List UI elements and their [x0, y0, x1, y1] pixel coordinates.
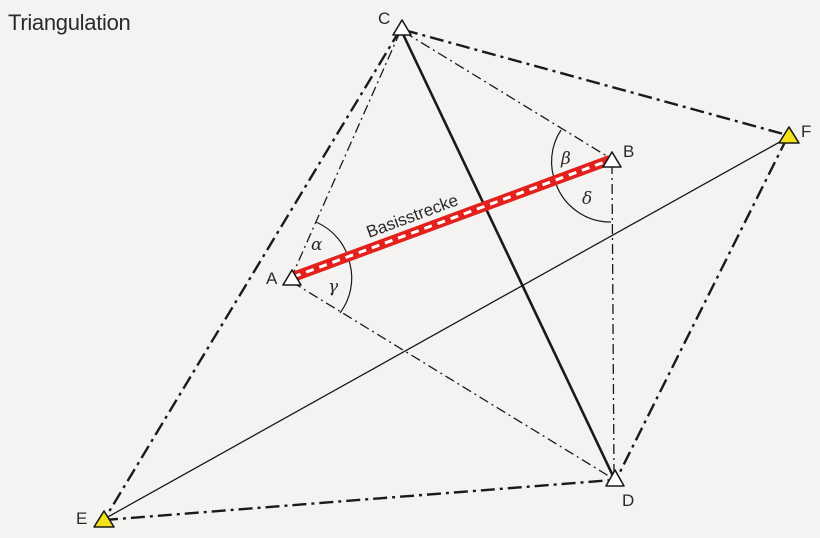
point-F-label: F: [801, 122, 811, 141]
point-B-label: B: [623, 142, 634, 161]
point-D-marker: [605, 469, 625, 487]
point-A-label: A: [266, 269, 278, 288]
line-F-D: [615, 137, 789, 479]
angle-gamma-label: γ: [328, 277, 339, 297]
point-E-marker: [93, 510, 115, 528]
point-C-marker: [392, 19, 412, 36]
point-C-label: C: [378, 9, 390, 28]
point-D-label: D: [622, 491, 634, 510]
line-C-E: [102, 29, 402, 521]
angle-beta-label: β: [560, 149, 571, 169]
point-A-marker: [282, 269, 302, 286]
baseline-A-B-dashes: [292, 158, 611, 279]
line-E-D: [103, 478, 614, 522]
point-E-label: E: [76, 509, 87, 528]
line-C-B: [403, 31, 611, 159]
line-A-D: [291, 281, 613, 479]
point-B-marker: [602, 151, 622, 168]
point-F-marker: [778, 126, 800, 144]
angle-delta-arc: [555, 183, 612, 223]
line-B-D: [611, 163, 615, 477]
line-C-F: [403, 28, 788, 137]
line-E-F: [105, 138, 786, 519]
diagram-title: Triangulation: [8, 10, 131, 35]
angle-alpha-label: α: [311, 235, 323, 255]
line-C-D: [400, 31, 615, 477]
line-C-A: [291, 31, 401, 277]
angle-gamma-arc: [339, 263, 353, 314]
angle-delta-label: δ: [582, 189, 592, 209]
